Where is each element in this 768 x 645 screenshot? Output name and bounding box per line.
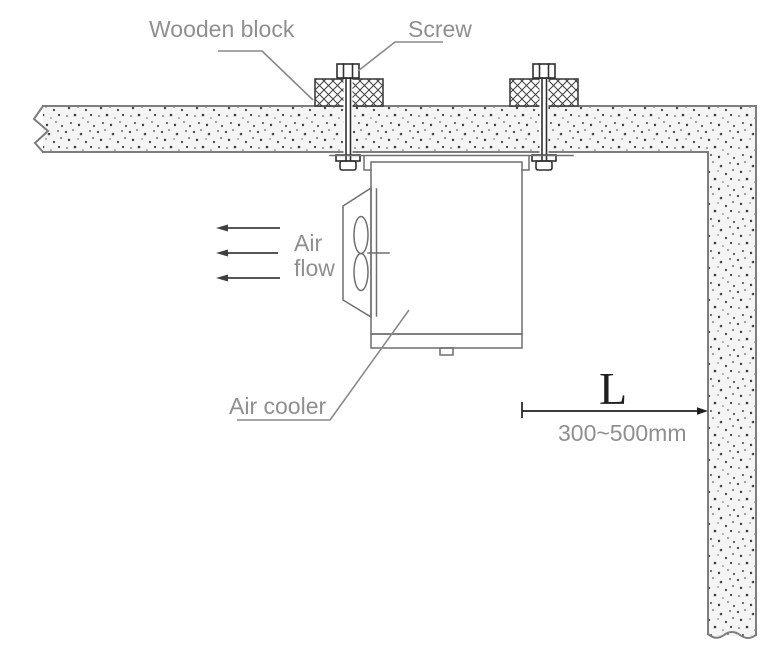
screw-right-head bbox=[532, 63, 556, 79]
dimension-value: 300~500mm bbox=[558, 420, 687, 446]
screw-leader-line bbox=[357, 41, 443, 72]
air-flow-arrow bbox=[216, 274, 280, 282]
air-cooler-body bbox=[370, 161, 523, 335]
screw-left-nut bbox=[339, 160, 357, 171]
dimension-letter: L bbox=[599, 363, 627, 414]
screw-right bbox=[531, 63, 557, 171]
fan-shroud bbox=[342, 186, 372, 319]
wooden-block-label: Wooden block bbox=[149, 16, 295, 42]
air-flow-arrow bbox=[216, 224, 280, 232]
air-flow-label-line2: flow bbox=[294, 255, 335, 281]
concrete-structure bbox=[43, 106, 756, 636]
screw-left-head bbox=[336, 63, 360, 79]
dimension-right-arrowhead bbox=[697, 407, 708, 415]
fan-blades bbox=[353, 215, 369, 292]
wooden-block-leader-line bbox=[218, 50, 314, 101]
air-flow-arrow bbox=[216, 249, 278, 257]
drain-pan bbox=[370, 333, 523, 349]
mounting-plate bbox=[329, 154, 574, 171]
air-cooler-unit bbox=[342, 161, 523, 356]
hanger-tab-right bbox=[521, 155, 530, 171]
air-cooler-leader-line bbox=[237, 309, 410, 421]
air-flow-arrows bbox=[216, 224, 280, 282]
wall-break-line bbox=[706, 631, 758, 639]
clearance-dimension: L 300~500mm bbox=[521, 363, 708, 446]
drain-outlet bbox=[439, 347, 454, 356]
screw-left-shaft-clearance bbox=[343, 79, 353, 155]
ceiling-break-line bbox=[32, 104, 50, 154]
hanger-tab-left bbox=[363, 155, 372, 171]
air-flow-label-line1: Air bbox=[294, 230, 322, 256]
ceiling-and-wall bbox=[32, 104, 758, 639]
screw-left bbox=[335, 63, 361, 171]
air-cooler-label: Air cooler bbox=[229, 393, 326, 419]
screw-label: Screw bbox=[408, 16, 472, 42]
screw-right-shaft-clearance bbox=[539, 79, 549, 155]
screw-right-nut bbox=[535, 160, 553, 171]
